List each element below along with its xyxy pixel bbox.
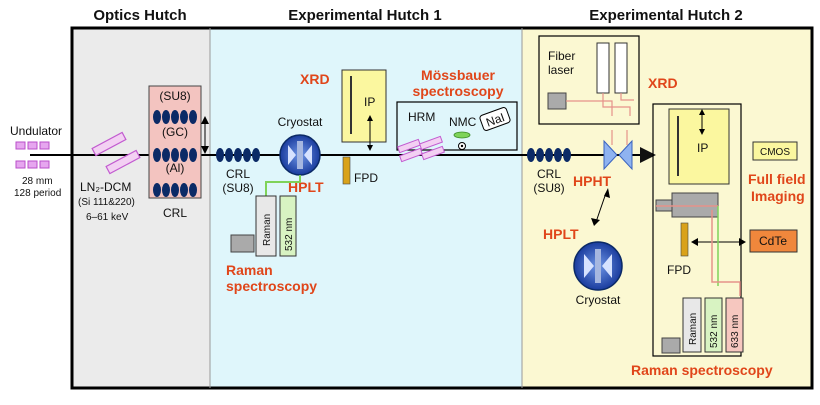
undulator-label: Undulator xyxy=(10,124,62,138)
hutch2-hplt-label: HPLT xyxy=(543,226,579,242)
undulator-period-count: 128 period xyxy=(14,188,61,199)
fiber-laser-unit-2 xyxy=(614,42,628,94)
mossbauer-title-line1: Mössbauer xyxy=(421,67,495,83)
hutch2-laser-532-label: 532 nm xyxy=(709,315,720,348)
hutch1-cryostat-label: Cryostat xyxy=(278,115,323,129)
hutch2-raman-fiber-red xyxy=(711,210,741,296)
hutch-outer-border xyxy=(70,26,814,390)
cmos-camera xyxy=(752,141,798,161)
nmc-icon xyxy=(453,131,471,150)
optics-crl-label: CRL xyxy=(163,206,187,220)
hutch1-raman-fiber xyxy=(265,175,301,200)
experimental-hutch-2-title: Experimental Hutch 2 xyxy=(589,7,742,24)
hrm-label: HRM xyxy=(408,110,435,124)
crl-gc-label: (GC) xyxy=(162,125,188,139)
hutch1-fpd-label: FPD xyxy=(354,171,378,185)
hutch2-ip-translation-arrow-icon xyxy=(699,109,705,135)
hutch2-fpd-detector xyxy=(680,222,689,257)
full-field-imaging-line2: Imaging xyxy=(751,188,805,204)
hutch2-crl-material: (SU8) xyxy=(533,181,564,195)
fiber-laser-label-line2: laser xyxy=(548,63,574,77)
hutch2-ip-label: IP xyxy=(697,141,708,155)
imaging-microscope-icon xyxy=(655,192,719,218)
hutch1-crl-label: CRL xyxy=(226,167,250,181)
heating-laser-paths xyxy=(566,93,634,116)
hutch2-spectrometer-camera xyxy=(661,337,681,354)
cmos-label: CMOS xyxy=(760,147,790,158)
crl-translation-arrow-icon xyxy=(201,116,209,154)
optics-hutch-title: Optics Hutch xyxy=(93,7,186,24)
undulator-magnets-icon xyxy=(15,141,50,169)
hutch2-laser-532-box xyxy=(704,297,723,353)
hutch2-fpd-label: FPD xyxy=(667,263,691,277)
optics-hutch-area xyxy=(72,28,210,388)
hutch1-laser-532-label: 532 nm xyxy=(284,218,295,251)
hutch1-crl-lenses-icon xyxy=(216,148,260,162)
hutch2-raman-box xyxy=(682,297,702,353)
fiber-laser-enclosure xyxy=(538,35,640,125)
hutch1-cryostat-icon xyxy=(279,134,321,176)
hutch2-raman-title: Raman spectroscopy xyxy=(631,362,773,378)
hutch1-raman-title-line2: spectroscopy xyxy=(226,278,317,294)
full-field-imaging-line1: Full field xyxy=(748,171,806,187)
dcm-label: LN₂-DCM xyxy=(80,180,131,194)
hutch2-detector-enclosure xyxy=(652,103,742,357)
optics-crl-box xyxy=(148,85,202,199)
energy-range-label: 6–61 keV xyxy=(86,212,129,223)
fiber-laser-camera xyxy=(547,92,567,110)
hpht-diamond-anvil-icon xyxy=(603,130,633,171)
hrm-crystals-icon xyxy=(396,135,446,163)
hutch1-crl-material: (SU8) xyxy=(222,181,253,195)
hutch2-raman-box-label: Raman xyxy=(688,313,699,345)
hutch1-ip-detector xyxy=(341,69,387,143)
hutch2-cryostat-icon xyxy=(573,241,623,291)
nai-detector: NaI xyxy=(479,107,511,131)
cdte-label: CdTe xyxy=(759,234,787,248)
hutch2-crl-lenses-icon xyxy=(527,148,571,162)
hpht-label: HPHT xyxy=(573,173,612,189)
hutch2-laser-633-box xyxy=(725,297,744,353)
hutch1-raman-title-line1: Raman xyxy=(226,262,273,278)
dcm-crystals-label: (Si 111&220) xyxy=(78,197,135,208)
hutch2-cryostat-label: Cryostat xyxy=(576,293,621,307)
experimental-hutch-1-title: Experimental Hutch 1 xyxy=(288,7,441,24)
hutch1-xrd-label: XRD xyxy=(300,71,330,87)
cdte-detector xyxy=(749,229,798,253)
hutch1-ip-translation-arrow-icon xyxy=(367,115,373,151)
svg-text:NaI: NaI xyxy=(484,110,506,130)
mossbauer-setup-box xyxy=(396,101,518,151)
undulator-period-length: 28 mm xyxy=(22,176,53,187)
optics-crl-lenses-icon xyxy=(153,110,197,197)
hutch1-fpd-detector xyxy=(342,156,351,185)
fiber-laser-unit-1 xyxy=(596,42,610,94)
fiber-laser-label-line1: Fiber xyxy=(548,49,575,63)
hutch2-laser-633-label: 633 nm xyxy=(730,315,741,348)
hutch1-spectrometer-camera xyxy=(230,234,255,253)
hutch1-ip-label: IP xyxy=(364,95,375,109)
hutch2-crl-label: CRL xyxy=(537,167,561,181)
crl-al-label: (Al) xyxy=(166,161,185,175)
hutch2-xrd-label: XRD xyxy=(648,75,678,91)
mossbauer-title-line2: spectroscopy xyxy=(412,83,503,99)
nmc-label: NMC xyxy=(449,115,477,129)
crl-su8-label: (SU8) xyxy=(159,89,190,103)
dcm-crystals-icon xyxy=(91,131,141,175)
hutch1-raman-box xyxy=(255,195,277,257)
hutch1-raman-box-label: Raman xyxy=(262,214,273,246)
hutch1-laser-532-box xyxy=(279,195,297,257)
hpht-translation-arrow-icon xyxy=(591,188,610,226)
